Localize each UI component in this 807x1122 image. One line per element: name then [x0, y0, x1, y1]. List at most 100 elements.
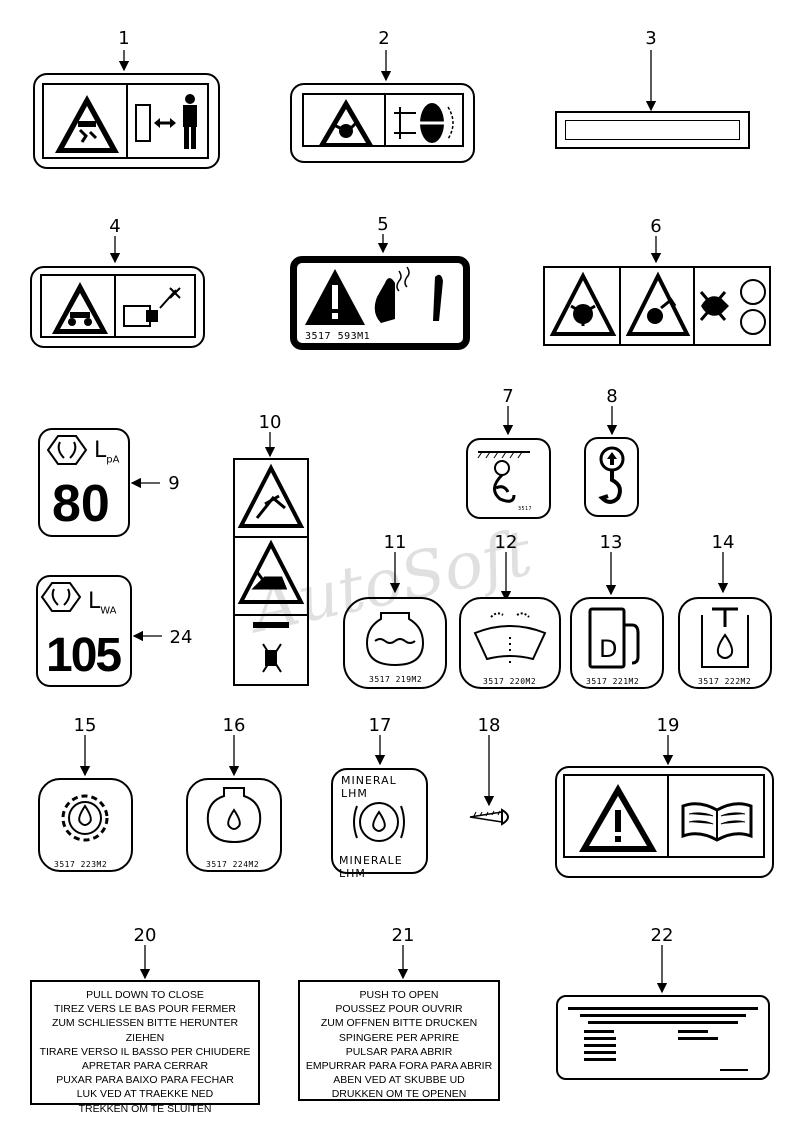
decal-1-crush-hazard [33, 73, 220, 169]
pull-to-close-text: PULL DOWN TO CLOSE TIREZ VERS LE BAS POU… [39, 989, 251, 1115]
keep-distance-icon [135, 94, 197, 149]
warning-triangle-icon [579, 784, 657, 852]
callout-22: 22 [650, 925, 674, 946]
decal-7-lifting-sling: 3517 [466, 438, 551, 519]
sound-pressure-value: 80 [52, 475, 110, 533]
decal-14-hydraulic-oil: 3517 222M2 [678, 597, 772, 689]
fan-hazard-panel [545, 268, 621, 344]
callout-21: 21 [391, 925, 415, 946]
decal-8-lifting-hook [584, 437, 639, 517]
decal-13-fuel: D 3517 221M2 [570, 597, 664, 689]
hot-surface-icon [305, 266, 443, 325]
part-code: 3517 593M1 [305, 331, 371, 342]
push-to-open-text: PUSH TO OPEN POUSSEZ POUR OUVRIR ZUM OFF… [305, 989, 493, 1101]
callout-8: 8 [606, 386, 618, 407]
washer-icon [473, 612, 547, 665]
hydraulic-oil-icon [701, 607, 749, 668]
warning-triangle-panel [302, 93, 386, 147]
callout-2: 2 [378, 28, 390, 49]
part-code: 3517 224M2 [206, 860, 260, 869]
decal-5-hot-surface: 3517 593M1 [290, 256, 470, 350]
callout-16: 16 [222, 715, 246, 736]
part-code: 3517 222M2 [698, 677, 752, 686]
manual-panel [669, 774, 765, 858]
decal-4-run-over-hazard [30, 266, 205, 348]
callout-17: 17 [368, 715, 392, 736]
engine-oil-icon [206, 787, 262, 844]
callout-1: 1 [118, 28, 130, 49]
lhm-top-label: MINERAL LHM [341, 774, 397, 800]
gear-oil-icon [61, 794, 109, 842]
open-book-icon [681, 802, 753, 842]
decal-20-pull-to-close: PULL DOWN TO CLOSE TIREZ VERS LE BAS POU… [30, 980, 260, 1115]
part-code: 3517 223M2 [54, 860, 108, 869]
decal-3-blank-strip [555, 111, 750, 149]
belt-hazard-icon [625, 271, 691, 336]
decal-22-patent-label [556, 995, 770, 1080]
ear-protection-icon [46, 435, 88, 465]
callout-10: 10 [258, 412, 282, 433]
callout-5: 5 [377, 214, 389, 235]
callout-4: 4 [109, 216, 121, 237]
strip-inner-border [565, 120, 740, 140]
lifting-sling-icon [477, 451, 530, 503]
shaft-guard-icon [394, 103, 456, 143]
no-reach-icon [699, 279, 766, 335]
belt-hazard-panel [621, 268, 695, 344]
callout-24: 24 [169, 627, 193, 648]
lhm-fluid-icon [353, 802, 405, 842]
decal-11-coolant-level: 3517 219M2 [343, 597, 447, 689]
no-stand-icon [253, 622, 289, 673]
fall-hazard-icon [237, 463, 305, 528]
noise-label: LWA [88, 589, 117, 617]
entanglement-hazard-icon [318, 99, 374, 147]
callout-20: 20 [133, 925, 157, 946]
decal-6-fan-hazard [543, 266, 771, 346]
warning-panel-bottom [235, 614, 307, 684]
fuel-pump-icon [588, 607, 640, 669]
remove-key-icon [123, 287, 181, 327]
fuel-type-letter: D [599, 635, 618, 663]
decal-2-rotating-parts [290, 83, 475, 163]
callout-9: 9 [168, 473, 180, 494]
no-reach-panel [695, 268, 769, 344]
noise-label: LpA [94, 438, 120, 466]
sound-power-value: 105 [46, 629, 122, 682]
keep-distance-panel [128, 83, 209, 159]
run-over-hazard-icon [52, 282, 108, 334]
part-code: 3517 [518, 506, 533, 512]
warning-panel-middle [235, 536, 307, 616]
warning-panel-top [235, 460, 307, 538]
callout-7: 7 [502, 386, 514, 407]
remove-key-panel [116, 274, 196, 338]
decal-10-vertical-warnings [233, 458, 309, 686]
lifting-hook-icon [598, 446, 625, 504]
callout-6: 6 [650, 216, 662, 237]
ear-protection-icon [40, 582, 82, 612]
lhm-bottom-label: MINERALE LHM [339, 854, 403, 880]
crush-hazard-icon [55, 95, 119, 153]
callout-19: 19 [656, 715, 680, 736]
decal-21-push-to-open: PUSH TO OPEN POUSSEZ POUR OUVRIR ZUM OFF… [298, 980, 500, 1101]
decal-24-sound-power: LWA 105 [36, 575, 132, 687]
callout-12: 12 [494, 532, 518, 553]
coolant-icon [365, 612, 425, 667]
decal-15-transmission-oil: 3517 223M2 [38, 778, 133, 872]
shaft-guard-panel [386, 93, 464, 147]
decal-19-read-manual [555, 766, 774, 878]
decal-16-engine-oil: 3517 224M2 [186, 778, 282, 872]
part-code: 3517 221M2 [586, 677, 640, 686]
crush-by-load-icon [237, 539, 305, 604]
callout-3: 3 [645, 28, 657, 49]
callout-13: 13 [599, 532, 623, 553]
callout-18: 18 [477, 715, 501, 736]
warning-triangle-panel [40, 274, 116, 338]
warning-triangle-panel [42, 83, 128, 159]
part-code: 3517 220M2 [483, 677, 537, 686]
fine-print-lines [568, 1007, 758, 1071]
decal-17-lhm-fluid: MINERAL LHM MINERALE LHM [331, 768, 428, 880]
callout-14: 14 [711, 532, 735, 553]
callout-15: 15 [73, 715, 97, 736]
